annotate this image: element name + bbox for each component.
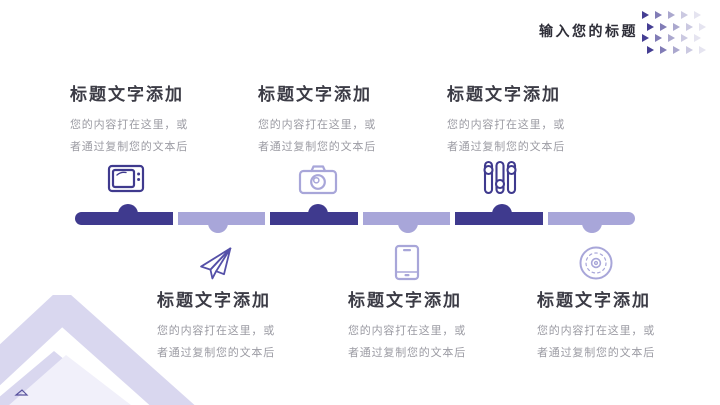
triangle-glyph: [699, 22, 706, 31]
block-body-line: 您的内容打在这里，或: [447, 119, 565, 131]
block-heading: 标题文字添加: [348, 291, 462, 310]
triangle-glyph: [647, 45, 654, 54]
triangle-glyph: [655, 11, 662, 19]
block-heading: 标题文字添加: [447, 85, 561, 104]
block-body-line: 者通过复制您的文本后: [447, 141, 565, 153]
triangle-glyph: [642, 11, 649, 19]
timeline-text-block: 标题文字添加 您的内容打在这里，或 者通过复制您的文本后: [537, 286, 720, 364]
block-body-line: 您的内容打在这里，或: [348, 325, 466, 337]
timeline-node: [492, 204, 512, 224]
cd-disc-icon: [577, 244, 615, 287]
triangle-glyph: [668, 34, 675, 42]
timeline-text-block: 标题文字添加 您的内容打在这里，或 者通过复制您的文本后: [447, 80, 637, 158]
triangle-glyph: [673, 45, 680, 54]
triangle-glyph: [686, 22, 693, 31]
block-body-line: 您的内容打在这里，或: [537, 325, 655, 337]
block-body-line: 者通过复制您的文本后: [70, 141, 188, 153]
triangle-glyph: [660, 45, 667, 54]
camera-icon: [298, 163, 338, 200]
triangle-glyph: [694, 11, 701, 19]
block-body-line: 者通过复制您的文本后: [157, 347, 275, 359]
timeline-text-block: 标题文字添加 您的内容打在这里，或 者通过复制您的文本后: [258, 80, 448, 158]
triangle-glyph: [668, 11, 675, 19]
triangle-glyph: [642, 34, 649, 42]
timeline-node: [208, 213, 228, 233]
block-body-line: 者通过复制您的文本后: [258, 141, 376, 153]
smartphone-icon: [394, 244, 420, 286]
triangle-glyph: [647, 22, 654, 31]
tv-icon: [107, 162, 147, 200]
triangle-glyph: [673, 22, 680, 31]
timeline-node: [118, 204, 138, 224]
block-heading: 标题文字添加: [537, 291, 651, 310]
block-body-line: 您的内容打在这里，或: [258, 119, 376, 131]
timeline-node: [398, 213, 418, 233]
corner-chevron-decoration: [0, 295, 195, 405]
block-heading: 标题文字添加: [157, 291, 271, 310]
timeline-node: [308, 204, 328, 224]
triangle-glyph: [699, 45, 706, 54]
timeline-node: [582, 213, 602, 233]
timeline-text-block: 标题文字添加 您的内容打在这里，或 者通过复制您的文本后: [348, 286, 538, 364]
triangle-glyph: [660, 22, 667, 31]
sliders-icon: [482, 160, 518, 201]
paper-plane-icon: [195, 244, 237, 291]
triangle-glyph: [681, 34, 688, 42]
triangle-grid-decoration: [642, 11, 714, 57]
timeline-bar: [75, 204, 635, 233]
triangle-glyph: [694, 34, 701, 42]
slide-title: 输入您的标题: [539, 23, 638, 39]
block-body-line: 者通过复制您的文本后: [537, 347, 655, 359]
block-heading: 标题文字添加: [258, 85, 372, 104]
block-body-line: 者通过复制您的文本后: [348, 347, 466, 359]
triangle-glyph: [655, 34, 662, 42]
triangle-glyph: [681, 11, 688, 19]
timeline-text-block: 标题文字添加 您的内容打在这里，或 者通过复制您的文本后: [70, 80, 260, 158]
triangle-glyph: [686, 45, 693, 54]
block-heading: 标题文字添加: [70, 85, 184, 104]
block-body-line: 您的内容打在这里，或: [70, 119, 188, 131]
small-triangle-mark: [14, 389, 29, 396]
block-body-line: 您的内容打在这里，或: [157, 325, 275, 337]
timeline-text-block: 标题文字添加 您的内容打在这里，或 者通过复制您的文本后: [157, 286, 347, 364]
